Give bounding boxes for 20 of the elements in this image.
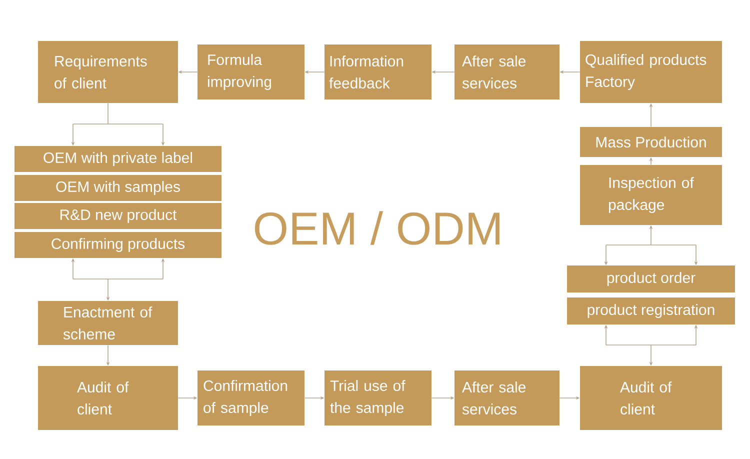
- process-box: Enactment of scheme: [38, 301, 178, 345]
- title: OEM / ODM: [254, 211, 500, 245]
- process-box: Audit of client: [38, 366, 178, 430]
- process-box: Requirements of client: [38, 41, 178, 103]
- process-box: After sale services: [454, 44, 560, 100]
- process-box: product registration: [567, 298, 735, 324]
- process-box: Trial use of the sample: [324, 370, 432, 426]
- process-box: Information feedback: [324, 44, 432, 100]
- process-box: Audit of client: [580, 366, 722, 430]
- process-box: After sale services: [454, 370, 560, 426]
- process-box: Inspection of package: [580, 165, 722, 225]
- process-box: Confirmation of sample: [198, 370, 304, 426]
- process-box: Confirming products: [14, 232, 222, 258]
- process-box: OEM with private label: [14, 146, 222, 172]
- process-box: Mass Production: [580, 127, 722, 157]
- process-box: Formula improving: [198, 44, 304, 100]
- process-box: Qualified products Factory: [580, 41, 722, 103]
- process-box: product order: [567, 266, 735, 292]
- process-box: OEM with samples: [14, 175, 222, 201]
- process-box: R&D new product: [14, 203, 222, 229]
